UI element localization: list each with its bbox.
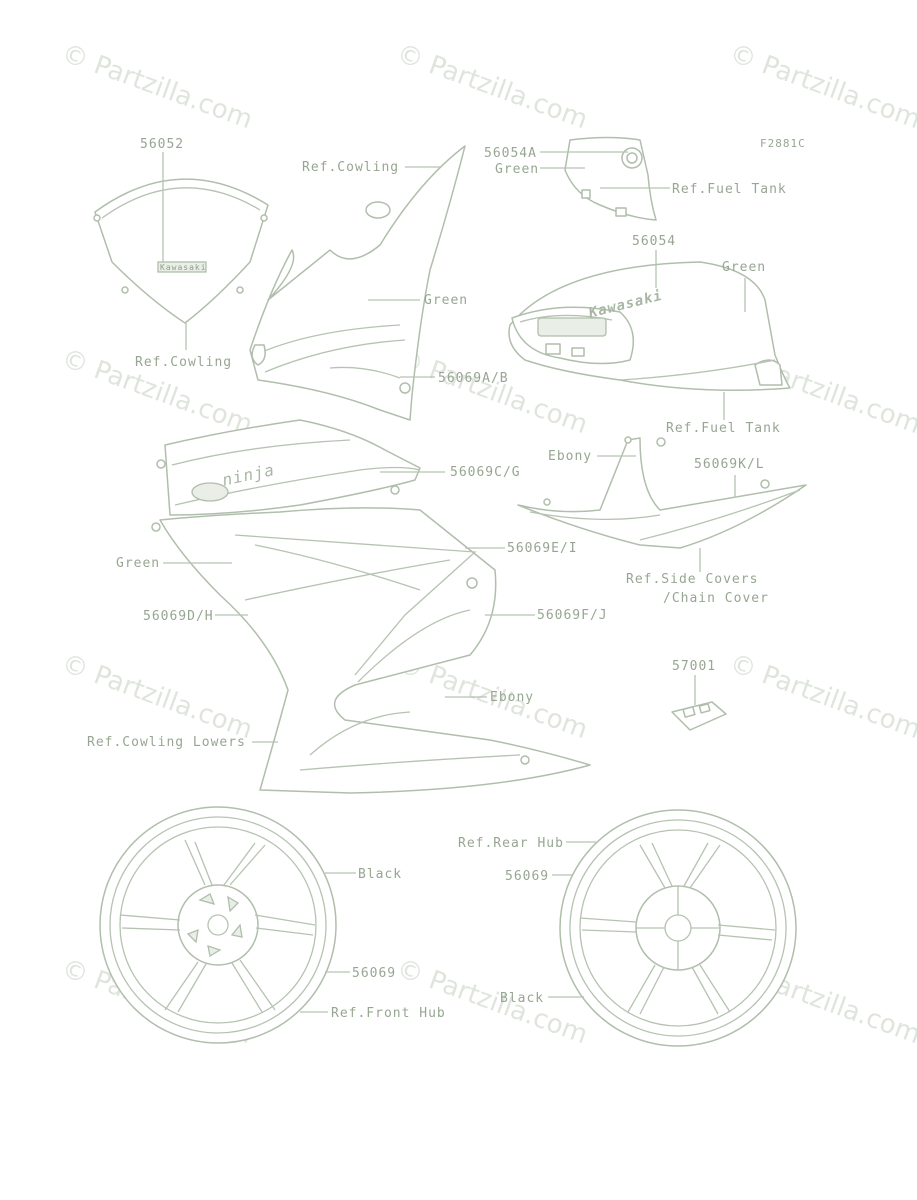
- label-56052: 56052: [140, 137, 184, 152]
- side-fairing-part: ninja: [156, 419, 421, 516]
- label-ref-front-hub: Ref.Front Hub: [331, 1006, 446, 1021]
- label-green-fuelcap: Green: [495, 162, 539, 177]
- watermark: © Partzilla.com: [393, 953, 592, 1050]
- label-ref-cowling-windshield: Ref.Cowling: [135, 355, 232, 370]
- fuel-tank-part: Kawasaki: [508, 261, 791, 391]
- label-ref-cowling-top: Ref.Cowling: [302, 160, 399, 175]
- label-56054: 56054: [632, 234, 676, 249]
- watermark: © Partzilla.com: [726, 38, 917, 135]
- label-56069-front: 56069: [352, 966, 396, 981]
- label-56069dh: 56069D/H: [143, 609, 214, 624]
- label-ref-cowling-lowers: Ref.Cowling Lowers: [87, 735, 246, 750]
- label-black-rear: Black: [500, 991, 544, 1006]
- label-56069cg: 56069C/G: [450, 465, 521, 480]
- watermark: © Partzilla.com: [726, 648, 917, 745]
- label-57001: 57001: [672, 659, 716, 674]
- tail-cover-part: [517, 436, 807, 549]
- label-ebony-tail: Ebony: [548, 449, 592, 464]
- watermark: © Partzilla.com: [393, 38, 592, 135]
- lower-cowling-part: [151, 507, 591, 794]
- clip-57001-part: [671, 701, 727, 731]
- label-56069fj: 56069F/J: [537, 608, 608, 623]
- diagram-code: F2881C: [760, 137, 806, 150]
- label-56069ab: 56069A/B: [438, 371, 509, 386]
- label-ref-rear-hub: Ref.Rear Hub: [458, 836, 564, 851]
- fuel-cap-part: [564, 136, 657, 221]
- windshield-decal: [157, 261, 207, 273]
- label-56069kl: 56069K/L: [694, 457, 765, 472]
- label-green-cowl: Green: [424, 293, 468, 308]
- label-ebony-lower: Ebony: [490, 690, 534, 705]
- watermark: © Partzilla.com: [58, 648, 257, 745]
- label-black-front: Black: [358, 867, 402, 882]
- label-ref-fuel-tank-top: Ref.Fuel Tank: [672, 182, 787, 197]
- rear-wheel-part: [559, 809, 797, 1047]
- label-56054a: 56054A: [484, 146, 537, 161]
- windshield-decal-text: Kawasaki: [160, 263, 207, 272]
- front-wheel-part: [99, 806, 337, 1044]
- label-green-tank: Green: [722, 260, 766, 275]
- label-ref-side-covers: Ref.Side Covers: [626, 572, 758, 587]
- label-ref-fuel-tank: Ref.Fuel Tank: [666, 421, 781, 436]
- label-56069-rear: 56069: [505, 869, 549, 884]
- upper-cowling-part: [249, 145, 466, 421]
- label-chain-cover: /Chain Cover: [663, 591, 769, 606]
- label-56069ei: 56069E/I: [507, 541, 578, 556]
- watermark: © Partzilla.com: [58, 38, 257, 135]
- windshield-part: Kawasaki: [93, 178, 269, 324]
- label-green-lower: Green: [116, 556, 160, 571]
